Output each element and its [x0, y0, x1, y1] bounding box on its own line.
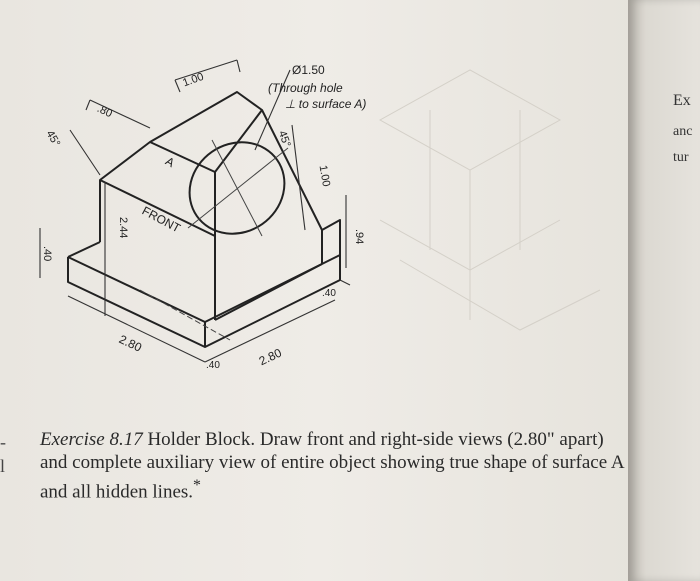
caption-text: Holder Block. Draw front and right-side …	[40, 429, 624, 503]
dim-45-right: 45°	[276, 129, 293, 149]
hole-diameter-label: Ø1.50	[292, 63, 325, 77]
exercise-number: Exercise 8.17	[40, 429, 143, 450]
dim-40-left: .40	[41, 246, 53, 261]
dim-45-left: 45°	[44, 128, 63, 148]
dim-40-right: .40	[322, 288, 336, 299]
holder-block-drawing: Ø1.50 (Through hole ⊥ to surface A) 1.00…	[39, 59, 601, 371]
adjacent-page-text-3: tur	[673, 150, 689, 165]
figure-caption: Exercise 8.17 Holder Block. Draw front a…	[40, 428, 630, 503]
margin-mark-2: l	[0, 456, 6, 476]
front-label: FRONT	[140, 204, 184, 236]
hole-note-line1: (Through hole	[268, 81, 343, 95]
background-grid	[378, 69, 601, 331]
adjacent-page-text-2: anc	[673, 124, 693, 139]
caption-asterisk: *	[193, 477, 201, 494]
hole-note-line2: ⊥ to surface A)	[285, 97, 366, 111]
dimension-lines	[39, 59, 351, 363]
base-slab	[67, 219, 341, 348]
dim-80: .80	[95, 103, 114, 120]
dim-2-80-right: 2.80	[257, 345, 284, 368]
upright-block	[99, 91, 323, 321]
centerline	[139, 289, 231, 341]
dim-2-44: 2.44	[117, 217, 129, 238]
surface-a-label: A	[163, 154, 177, 170]
through-hole	[187, 139, 289, 237]
margin-mark-1: -	[0, 432, 6, 452]
dim-1-00-top: 1.00	[181, 71, 205, 90]
dim-40-bottom: .40	[206, 360, 220, 371]
dim-1-00-right: 1.00	[317, 164, 333, 187]
adjacent-page-text-1: Ex	[673, 92, 691, 109]
dim-2-80-left: 2.80	[117, 332, 144, 355]
dim-94: .94	[353, 229, 365, 244]
adjacent-page: Ex anc tur	[628, 0, 700, 581]
